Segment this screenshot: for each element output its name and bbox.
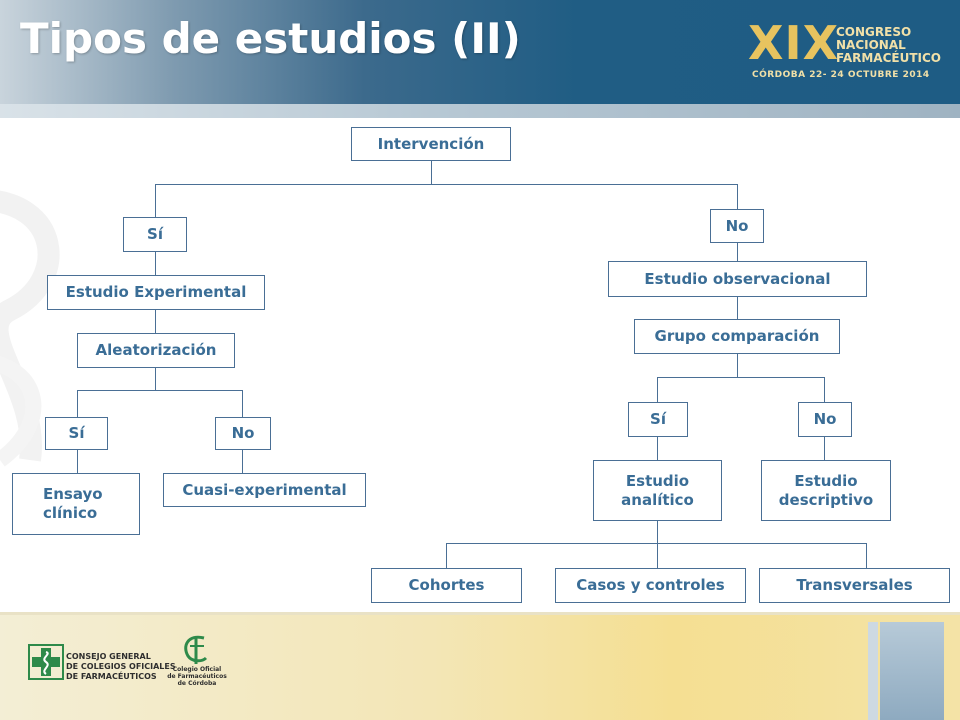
node-estudio-analitico: Estudio analítico — [593, 460, 722, 521]
node-grupo-comparacion: Grupo comparación — [634, 319, 840, 354]
footer-accent-stripe — [868, 622, 878, 720]
event-logo-text: CONGRESO NACIONAL FARMACÉUTICO — [836, 26, 941, 65]
event-logo-line2: NACIONAL — [836, 38, 906, 52]
event-logo-date: CÓRDOBA 22- 24 OCTUBRE 2014 — [752, 70, 930, 80]
logo2-line1: Colegio Oficial — [172, 666, 222, 673]
event-logo-line3: FARMACÉUTICO — [836, 51, 941, 65]
event-logo-numeral: XIX — [748, 16, 840, 70]
consejo-general-logo-icon — [28, 644, 64, 680]
colegio-cordoba-logo-text: Colegio Oficial de Farmacéuticos de Córd… — [162, 666, 232, 687]
node-ensayo-clinico: Ensayo clínico — [12, 473, 140, 535]
footer-divider — [0, 612, 960, 615]
node-estudio-observacional: Estudio observacional — [608, 261, 867, 297]
logo1-line2: DE COLEGIOS OFICIALES — [66, 662, 176, 671]
logo1-line1: CONSEJO GENERAL — [66, 652, 151, 661]
logo2-line3: de Córdoba — [177, 680, 217, 687]
node-no-aleatorizacion: No — [215, 417, 271, 450]
node-casos-controles: Casos y controles — [555, 568, 746, 603]
logo1-line3: DE FARMACÉUTICOS — [66, 672, 157, 681]
node-estudio-experimental: Estudio Experimental — [47, 275, 265, 310]
node-cohortes: Cohortes — [371, 568, 522, 603]
node-cuasi-experimental: Cuasi-experimental — [163, 473, 366, 507]
event-logo-line1: CONGRESO — [836, 25, 912, 39]
node-si-intervencion: Sí — [123, 217, 187, 252]
footer-accent-block — [880, 622, 944, 720]
header-band — [0, 0, 960, 104]
node-transversales: Transversales — [759, 568, 950, 603]
consejo-general-logo-text: CONSEJO GENERAL DE COLEGIOS OFICIALES DE… — [66, 652, 176, 682]
node-si-aleatorizacion: Sí — [45, 417, 108, 450]
logo2-line2: de Farmacéuticos — [167, 673, 227, 680]
node-estudio-descriptivo: Estudio descriptivo — [761, 460, 891, 521]
colegio-cordoba-logo-icon — [184, 635, 208, 664]
slide-title: Tipos de estudios (II) — [20, 14, 521, 63]
node-no-comparacion: No — [798, 402, 852, 437]
node-si-comparacion: Sí — [628, 402, 688, 437]
watermark-swirl-icon — [0, 190, 60, 467]
footer-band — [0, 612, 960, 720]
node-aleatorizacion: Aleatorización — [77, 333, 235, 368]
node-no-intervencion: No — [710, 209, 764, 243]
header-divider — [0, 104, 960, 118]
node-intervencion: Intervención — [351, 127, 511, 161]
